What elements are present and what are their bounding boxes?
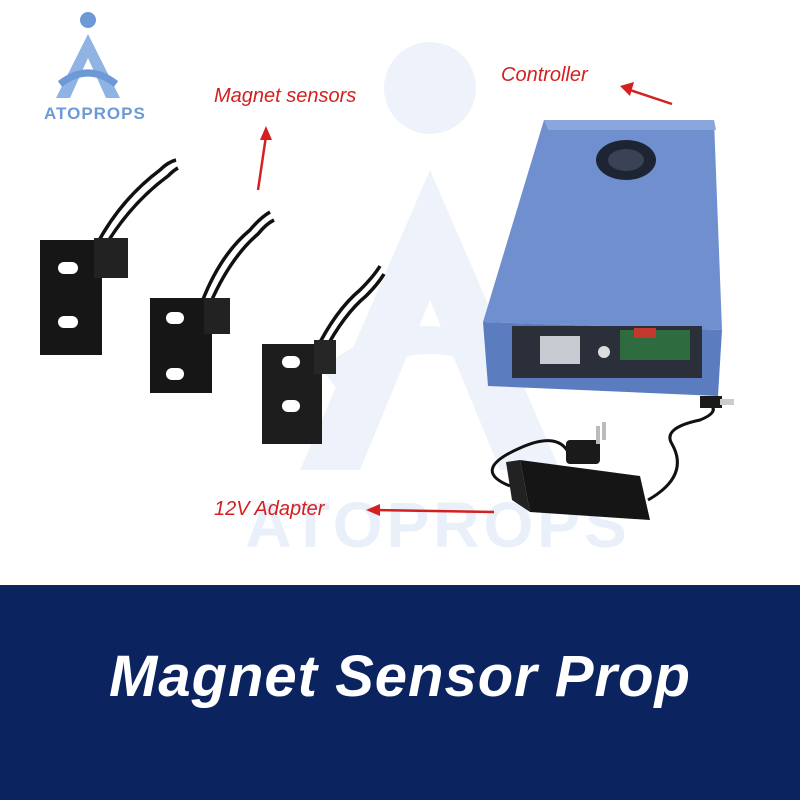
label-controller: Controller [501, 64, 588, 86]
magnet-sensor-3 [262, 265, 386, 444]
magnet-sensors [40, 158, 386, 444]
product-photo: ATOPROPS ATOPROPS [40, 12, 734, 561]
atoprops-logo-icon [56, 12, 120, 98]
magnet-sensor-1 [40, 158, 179, 355]
arrow-controller-icon [629, 88, 673, 106]
magnet-sensor-2 [150, 210, 275, 393]
label-12v-adapter: 12V Adapter [214, 498, 325, 520]
brand-name: ATOPROPS [44, 104, 146, 123]
callout-arrows [256, 82, 673, 516]
power-adapter [490, 396, 734, 520]
arrow-sensors-icon [256, 135, 268, 191]
arrow-adapter-icon [375, 508, 495, 514]
label-magnet-sensors: Magnet sensors [214, 85, 357, 107]
controller-box [483, 120, 722, 396]
title-banner: Magnet Sensor Prop [0, 585, 800, 800]
banner-title: Magnet Sensor Prop [109, 644, 691, 709]
